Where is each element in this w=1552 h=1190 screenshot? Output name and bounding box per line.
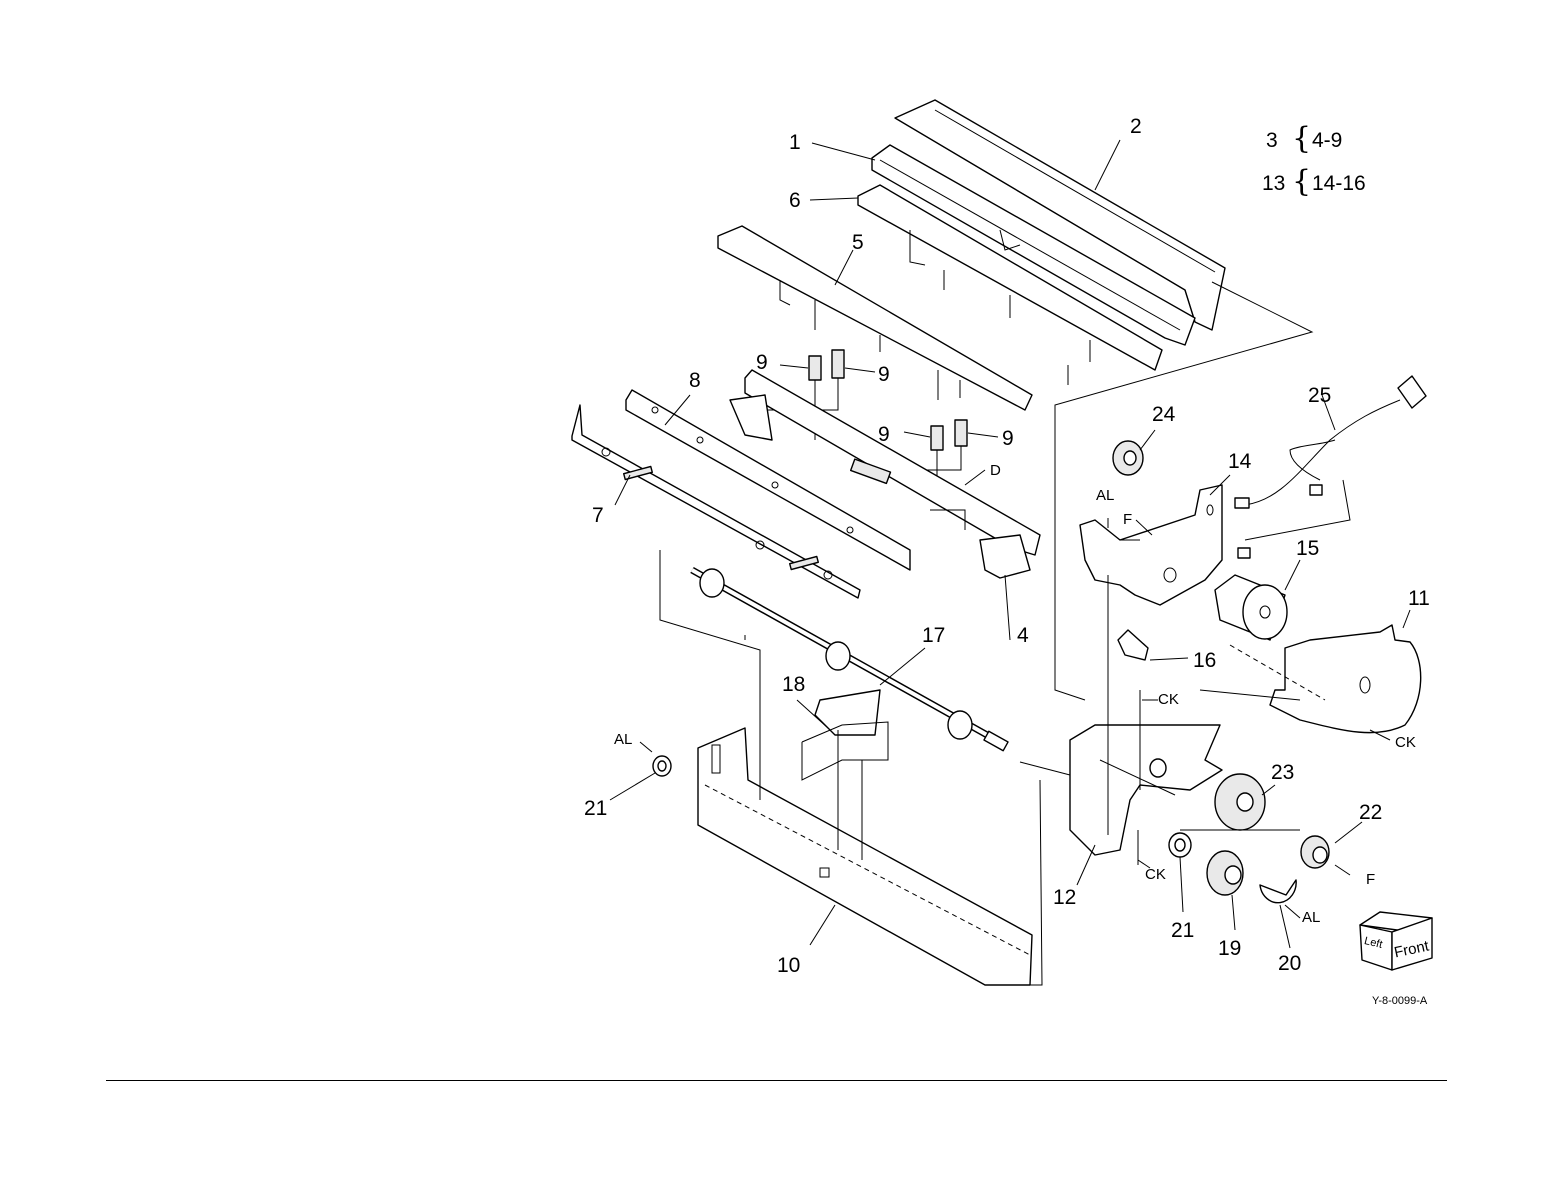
callout-17: 17 [922, 625, 945, 646]
footer-rule [106, 1080, 1447, 1081]
legend-parent-13: 13 [1262, 173, 1285, 194]
callout-9a: 9 [756, 352, 768, 373]
part-23-gear [1215, 774, 1265, 830]
callout-20: 20 [1278, 953, 1301, 974]
callout-23: 23 [1271, 762, 1294, 783]
part-11-cover [1230, 625, 1421, 733]
callout-22: 22 [1359, 802, 1382, 823]
callout-2: 2 [1130, 116, 1142, 137]
code-al-bottom: AL [1302, 910, 1320, 925]
legend-brace-2: { [1292, 167, 1311, 197]
code-ck-mid: CK [1158, 692, 1179, 707]
code-ck-right: CK [1395, 735, 1416, 750]
callout-21-right: 21 [1171, 920, 1194, 941]
callout-25: 25 [1308, 385, 1331, 406]
callout-21-left: 21 [584, 798, 607, 819]
callout-12: 12 [1053, 887, 1076, 908]
part-21-bushing-left [653, 756, 671, 776]
callout-4: 4 [1017, 625, 1029, 646]
code-f-bottom: F [1366, 872, 1375, 887]
callout-8: 8 [689, 370, 701, 391]
callout-7: 7 [592, 505, 604, 526]
part-19-gear [1207, 851, 1243, 895]
callout-18: 18 [782, 674, 805, 695]
code-f-top: F [1123, 512, 1132, 527]
legend-brace-1: { [1292, 124, 1311, 154]
callout-24: 24 [1152, 404, 1175, 425]
figure-id: Y-8-0099-A [1372, 996, 1427, 1007]
legend-range-1: 4-9 [1312, 130, 1342, 151]
part-18-clip [802, 690, 888, 780]
callout-6: 6 [789, 190, 801, 211]
code-ck-bottom: CK [1145, 867, 1166, 882]
callout-5: 5 [852, 232, 864, 253]
callout-9c: 9 [878, 424, 890, 445]
callout-15: 15 [1296, 538, 1319, 559]
part-22-gear [1301, 836, 1329, 868]
part-15-motor [1215, 548, 1287, 640]
callout-1: 1 [789, 132, 801, 153]
code-al-top: AL [1096, 488, 1114, 503]
callout-9d: 9 [1002, 428, 1014, 449]
part-24-gear [1113, 441, 1143, 475]
part-20-disk [1260, 880, 1296, 903]
part-16-sensor [1118, 630, 1148, 660]
callout-19: 19 [1218, 938, 1241, 959]
callout-10: 10 [777, 955, 800, 976]
callout-11: 11 [1408, 588, 1430, 609]
code-al-left: AL [614, 732, 632, 747]
part-10-cover [698, 728, 1032, 985]
legend-parent-3: 3 [1266, 130, 1278, 151]
callout-14: 14 [1228, 451, 1251, 472]
legend-range-2: 14-16 [1312, 173, 1366, 194]
part-21-bushing-right [1169, 833, 1191, 857]
code-d: D [990, 463, 1001, 478]
callout-16: 16 [1193, 650, 1216, 671]
callout-9b: 9 [878, 364, 890, 385]
part-12-bracket [1070, 725, 1222, 855]
